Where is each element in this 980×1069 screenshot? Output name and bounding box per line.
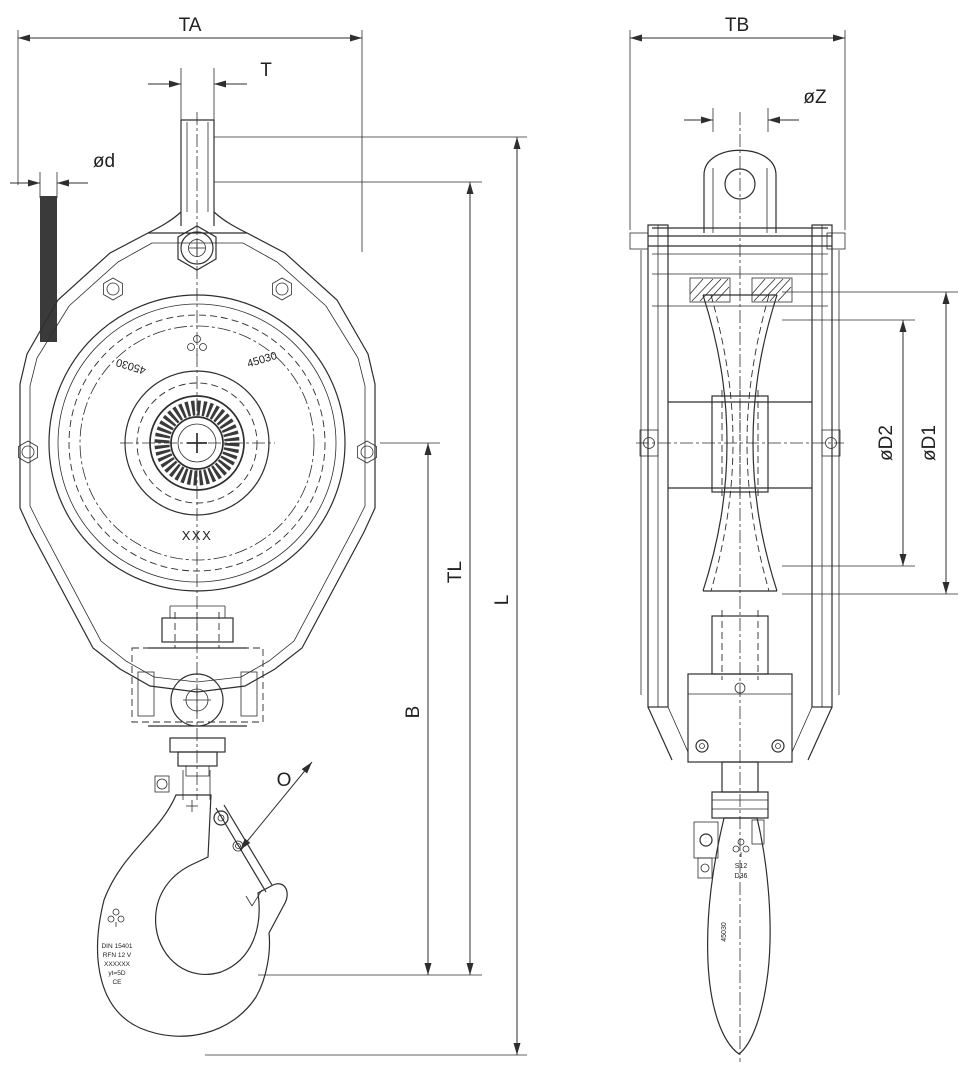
wire-rope-section: [40, 196, 57, 342]
side-stamp-line-1: S12: [735, 863, 748, 870]
dimension-tl: TL: [214, 181, 482, 975]
hook-side-cert-icon: [732, 838, 750, 857]
dimension-o: O: [239, 761, 313, 851]
top-shackle-side: [703, 149, 777, 233]
crossbar-bolt-right: [826, 232, 846, 250]
dimension-rope-diameter: ød: [10, 151, 115, 342]
side-stamp-serial: 45030: [721, 922, 728, 942]
hook-side-outline: [707, 817, 771, 1055]
dim-label-o: O: [277, 770, 292, 791]
dimension-ta: TA: [17, 15, 363, 252]
stamp-line-1: DIN 15401: [101, 943, 132, 950]
stamp-line-4: yt=5D: [108, 970, 125, 977]
crossbar-side: [629, 227, 846, 255]
crosshead-front: [131, 605, 264, 800]
dim-label-d1: øD1: [919, 425, 940, 461]
stamp-line-3: XXXXXX: [104, 961, 131, 968]
crossbar-bolt-left: [629, 232, 649, 250]
side-stamp-line-2: D36: [735, 873, 748, 880]
hook-cert-icon: [107, 908, 125, 927]
dimension-z: øZ: [684, 87, 827, 132]
dim-label-z: øZ: [803, 87, 827, 108]
dimension-l: L: [205, 136, 527, 1056]
model-number-right: 45030: [246, 350, 279, 370]
dimension-tb: TB: [629, 15, 846, 230]
dimension-d2: øD2: [782, 319, 915, 567]
certification-mark-icon: [187, 335, 207, 356]
sheave-front: 45030 45030 XXX: [48, 294, 346, 592]
hook-side: S12 D36 45030: [693, 817, 771, 1055]
dim-label-b: B: [403, 706, 424, 719]
dimension-b: B: [258, 442, 482, 976]
dim-label-tl: TL: [445, 561, 466, 583]
crosshead-side: [647, 610, 833, 819]
dim-label-tb: TB: [725, 15, 749, 36]
hook-stamp: DIN 15401 RFN 12 V XXXXXX yt=5D CE: [101, 908, 133, 986]
front-view: TA T ød: [10, 15, 527, 1056]
stamp-line-5: CE: [112, 979, 122, 986]
dim-label-d2: øD2: [876, 425, 897, 461]
dim-label-l: L: [492, 595, 513, 606]
sheave-outer-circle: [48, 294, 346, 592]
safety-latch: [213, 804, 273, 907]
side-view: TB øZ: [629, 15, 958, 1062]
capacity-mark: XXX: [182, 528, 213, 543]
spacer-hatched-band: [652, 273, 828, 307]
sheave-side-profile: [636, 294, 844, 592]
dim-label-ta: TA: [179, 15, 202, 36]
plate-bolts: [18, 277, 377, 464]
hook-nut: [169, 737, 226, 753]
hook-outline: [97, 794, 288, 1037]
dim-label-d: ød: [93, 151, 115, 172]
hook-front: DIN 15401 RFN 12 V XXXXXX yt=5D CE: [97, 794, 288, 1037]
dimension-d1: øD1: [782, 291, 958, 595]
trunnion-circle: [170, 673, 224, 727]
dim-label-t: T: [260, 60, 272, 81]
model-number-left: 45030: [115, 356, 148, 376]
side-plates: [639, 224, 841, 708]
stamp-line-2: RFN 12 V: [103, 952, 132, 959]
dimension-t: T: [148, 60, 272, 122]
shackle-pin-hex: [177, 225, 217, 271]
top-shackle: [147, 119, 248, 271]
